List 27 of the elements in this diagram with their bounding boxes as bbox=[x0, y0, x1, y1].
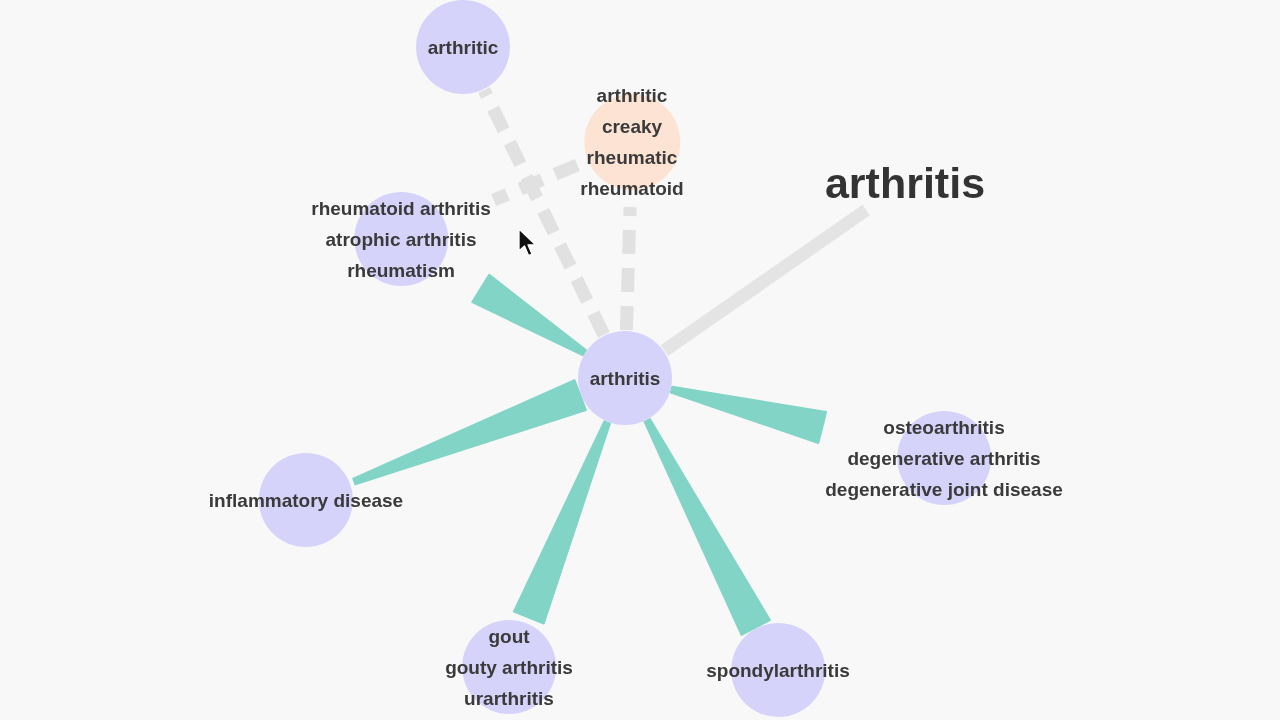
term-label: urarthritis bbox=[464, 686, 554, 711]
tapered-connector bbox=[352, 379, 587, 486]
tapered-connector bbox=[643, 418, 771, 636]
term-label: degenerative arthritis bbox=[847, 446, 1041, 471]
tapered-connector bbox=[471, 273, 587, 357]
term-label: arthritis bbox=[589, 366, 661, 391]
term-label: spondylarthritis bbox=[706, 658, 850, 683]
term-label: rheumatic bbox=[586, 146, 678, 170]
dashed-connector bbox=[619, 206, 637, 331]
term-label: rheumatism bbox=[347, 258, 455, 283]
dashed-connector bbox=[491, 159, 580, 207]
term-label: rheumatoid bbox=[580, 177, 684, 201]
tapered-connector bbox=[669, 385, 828, 444]
term-label: inflammatory disease bbox=[208, 488, 404, 513]
heading-term: arthritis bbox=[824, 159, 986, 207]
term-label: creaky bbox=[601, 115, 663, 139]
term-label: atrophic arthritis bbox=[325, 227, 477, 252]
connector bbox=[660, 204, 870, 356]
term-label: osteoarthritis bbox=[883, 415, 1005, 440]
term-label: degenerative joint disease bbox=[825, 477, 1063, 502]
term-label: gouty arthritis bbox=[445, 655, 573, 680]
dashed-connector bbox=[478, 87, 610, 338]
term-label: rheumatoid arthritis bbox=[311, 196, 491, 221]
term-label: arthritic bbox=[596, 84, 668, 108]
tapered-connector bbox=[513, 420, 611, 625]
term-label: arthritic bbox=[427, 35, 499, 60]
term-label: gout bbox=[488, 624, 530, 649]
